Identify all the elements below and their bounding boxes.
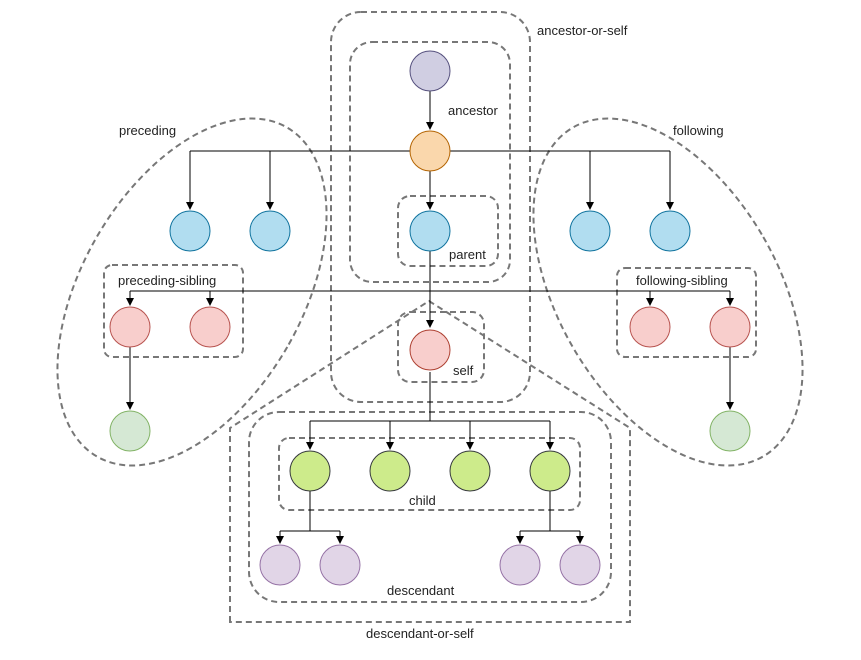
ancestor-or-self-label: ancestor-or-self bbox=[537, 23, 628, 38]
grandchild-node-3 bbox=[499, 544, 541, 586]
following-label: following bbox=[673, 123, 724, 138]
parent-label: parent bbox=[449, 247, 486, 262]
child-region bbox=[278, 437, 581, 511]
grandchild-node-2 bbox=[319, 544, 361, 586]
ancestor-label: ancestor bbox=[448, 103, 499, 118]
preceding-sibling-label: preceding-sibling bbox=[118, 273, 216, 288]
child-node-2 bbox=[369, 450, 411, 492]
ancestor-node bbox=[409, 50, 451, 92]
following-sibling-node-2 bbox=[709, 306, 751, 348]
following-region bbox=[532, 117, 804, 467]
preceding-label: preceding bbox=[119, 123, 176, 138]
descendant-or-self-region bbox=[229, 299, 631, 623]
preceding-node-1 bbox=[169, 210, 211, 252]
preceding-sibling-node-1 bbox=[109, 306, 151, 348]
following-nephew-node bbox=[709, 410, 751, 452]
grandparent-node bbox=[409, 130, 451, 172]
preceding-sibling-node-2 bbox=[189, 306, 231, 348]
child-node-1 bbox=[289, 450, 331, 492]
following-sibling-node-1 bbox=[629, 306, 671, 348]
labels: ancestor-or-self ancestor preceding foll… bbox=[118, 23, 728, 641]
child-node-4 bbox=[529, 450, 571, 492]
self-label: self bbox=[453, 363, 474, 378]
descendant-label: descendant bbox=[387, 583, 455, 598]
parent-node bbox=[409, 210, 451, 252]
self-region bbox=[397, 311, 485, 383]
descendant-or-self-label: descendant-or-self bbox=[366, 626, 474, 641]
preceding-node-2 bbox=[249, 210, 291, 252]
grandchild-node-1 bbox=[259, 544, 301, 586]
following-sibling-region bbox=[616, 267, 757, 358]
following-node-2 bbox=[649, 210, 691, 252]
following-sibling-label: following-sibling bbox=[636, 273, 728, 288]
preceding-nephew-node bbox=[109, 410, 151, 452]
child-node-3 bbox=[449, 450, 491, 492]
preceding-sibling-region bbox=[103, 264, 244, 358]
self-node bbox=[409, 329, 451, 371]
nodes bbox=[109, 50, 751, 586]
preceding-region bbox=[56, 117, 328, 467]
following-node-1 bbox=[569, 210, 611, 252]
child-label: child bbox=[409, 493, 436, 508]
grandchild-node-4 bbox=[559, 544, 601, 586]
